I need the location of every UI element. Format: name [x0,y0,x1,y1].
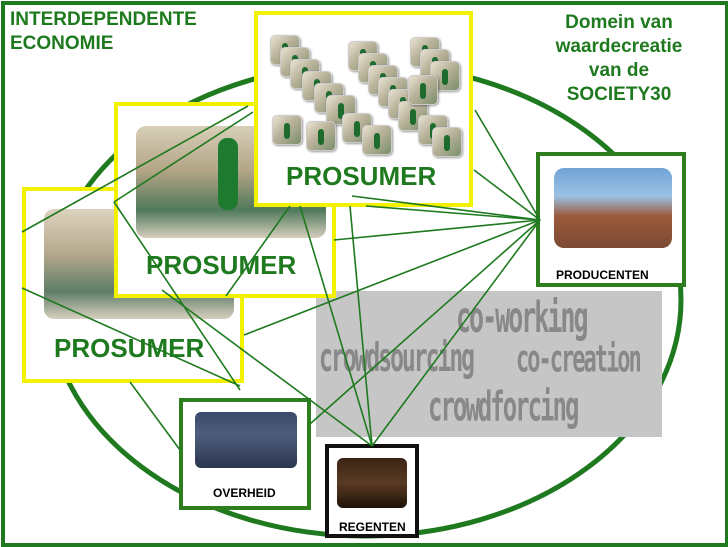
prosumer-tile [272,115,302,145]
industrial-city-photo [554,168,672,248]
cloud-word: co-creation [516,339,642,382]
producenten-label: PRODUCENTEN [556,268,649,282]
title-left: INTERDEPENDENTE ECONOMIE [10,8,197,56]
prosumer-tile [432,127,462,157]
title-right: Domein van waardecreatie van de SOCIETY3… [524,11,714,107]
shopper-figure [218,138,238,210]
title-right-line-1: Domein van [565,12,673,33]
regenten-painting [337,458,407,508]
producenten-box: PRODUCENTEN [536,152,686,287]
overheid-box: OVERHEID [179,398,311,510]
overheid-label: OVERHEID [213,486,276,500]
title-right-line-4: SOCIETY30 [566,84,672,105]
parliament-photo [195,412,297,468]
title-right-line-2: waardecreatie [555,36,683,57]
cloud-word: crowdsourcing [319,337,475,382]
cloud-word: crowdforcing [428,383,579,431]
prosumer-box-3: PROSUMER [254,11,473,207]
prosumer-label-3: PROSUMER [286,161,437,191]
title-left-line-2: ECONOMIE [10,33,114,54]
title-right-line-3: van de [588,60,650,81]
prosumer-label-2: PROSUMER [146,250,297,280]
prosumer-tile [362,125,392,155]
prosumer-tile [306,121,336,151]
regenten-label: REGENTEN [339,520,406,534]
regenten-box: REGENTEN [325,444,419,538]
prosumer-tile [408,75,438,105]
prosumer-label-1: PROSUMER [54,333,205,363]
title-left-line-1: INTERDEPENDENTE [10,9,197,30]
cloud-word: co-working [456,293,589,343]
co-creation-word-cloud: co-working crowdsourcing co-creation cro… [316,291,662,437]
